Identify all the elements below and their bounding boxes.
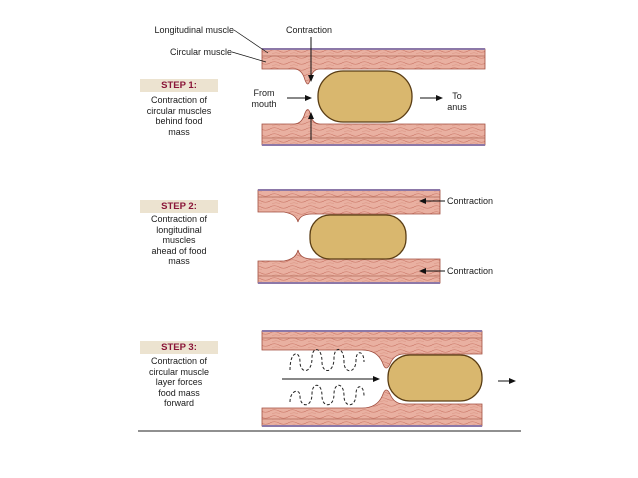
step2-line: muscles bbox=[162, 235, 196, 245]
step2-line: longitudinal bbox=[156, 224, 202, 235]
label-contraction-top: Contraction bbox=[286, 25, 333, 35]
step2-top-wall bbox=[257, 189, 441, 223]
step1-line: mass bbox=[168, 126, 190, 137]
step1-top-wall bbox=[261, 48, 486, 85]
step3-top-wall bbox=[261, 330, 483, 369]
step3-line: food mass bbox=[158, 387, 200, 398]
step2-tract bbox=[257, 189, 445, 284]
step1-line: Contraction of bbox=[150, 95, 208, 105]
step2-bottom-wall bbox=[257, 249, 441, 284]
step1-title: STEP 1: bbox=[140, 79, 218, 92]
label-anus: anus bbox=[447, 101, 467, 112]
step1-description: Contraction of circular muscles behind f… bbox=[138, 95, 220, 137]
step1-food-mass bbox=[317, 70, 413, 123]
label-contraction-step2-bottom: Contraction bbox=[447, 266, 494, 276]
step3-title: STEP 3: bbox=[140, 341, 218, 354]
label-mouth: mouth bbox=[251, 98, 277, 109]
step1-bottom-wall bbox=[261, 109, 486, 146]
label-from: From bbox=[253, 88, 275, 98]
step3-line: circular muscle bbox=[148, 366, 209, 377]
step3-bottom-wall bbox=[261, 389, 483, 427]
step3-line: Contraction of bbox=[150, 356, 208, 366]
step2-line: mass bbox=[168, 256, 190, 266]
step3-wave-bottom bbox=[289, 384, 365, 406]
label-contraction-step2-top: Contraction bbox=[447, 196, 494, 206]
step2-description: Contraction of longitudinal muscles ahea… bbox=[138, 214, 220, 267]
label-to: To bbox=[452, 91, 462, 101]
label-to-anus: To anus bbox=[444, 91, 470, 112]
step2-food-mass bbox=[309, 214, 407, 260]
step2-line: ahead of food bbox=[151, 245, 207, 256]
step2-title: STEP 2: bbox=[140, 200, 218, 213]
step3-description: Contraction of circular muscle layer for… bbox=[138, 356, 220, 409]
label-longitudinal-muscle: Longitudinal muscle bbox=[154, 25, 234, 35]
label-circular-muscle: Circular muscle bbox=[169, 47, 232, 57]
step1-tract bbox=[231, 29, 486, 146]
step3-wave-top bbox=[289, 349, 365, 372]
step1-line: circular muscles bbox=[146, 105, 212, 116]
step3-tract bbox=[261, 330, 516, 427]
step3-line: forward bbox=[163, 398, 194, 408]
step1-line: behind food bbox=[155, 116, 203, 126]
step2-line: Contraction of bbox=[150, 214, 208, 224]
step3-line: layer forces bbox=[155, 377, 203, 387]
step3-food-mass bbox=[387, 354, 483, 402]
label-from-mouth: From mouth bbox=[246, 88, 282, 109]
